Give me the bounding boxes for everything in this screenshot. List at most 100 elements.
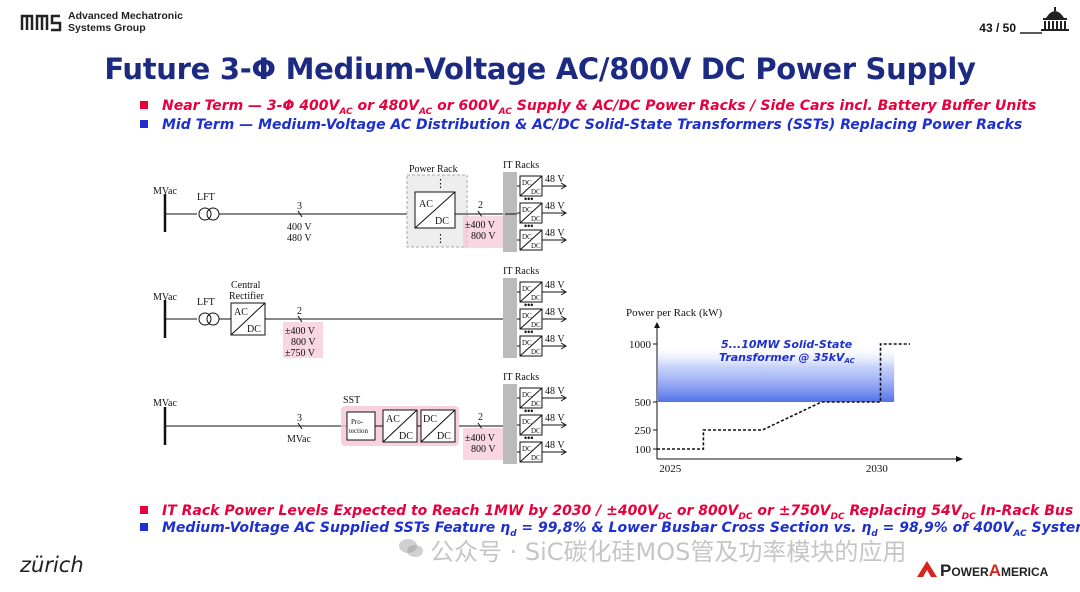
transformer-icon-2 bbox=[198, 312, 220, 326]
dc-label: DC bbox=[522, 391, 532, 399]
near-term-text-3: or 600V bbox=[432, 98, 499, 114]
org-line-1: Advanced Mechatronic bbox=[68, 10, 183, 22]
phase-2-label-2: 2 bbox=[297, 306, 302, 317]
mvac-label-3b: MVac bbox=[287, 434, 311, 445]
slide-title: Future 3-Φ Medium-Voltage AC/800V DC Pow… bbox=[104, 52, 976, 86]
dc-label: DC bbox=[522, 179, 532, 187]
it-racks-label-1: IT Racks bbox=[503, 160, 539, 171]
svg-text:⋮: ⋮ bbox=[435, 233, 446, 245]
near-term-sub-3: AC bbox=[498, 106, 512, 117]
dc-label-3b: DC bbox=[423, 414, 437, 425]
y-tick-label: 500 bbox=[635, 397, 652, 409]
org-line-2: Systems Group bbox=[68, 22, 146, 34]
v48-label: 48 V bbox=[545, 174, 565, 185]
dc-label-3c: DC bbox=[437, 431, 451, 442]
y-tick-label: 1000 bbox=[629, 339, 652, 351]
bullet-mid-term: Mid Term — Medium-Voltage AC Distributio… bbox=[140, 117, 1022, 133]
v48-label: 48 V bbox=[545, 228, 565, 239]
bullet-mv-sst: Medium-Voltage AC Supplied SSTs Feature … bbox=[140, 520, 1080, 539]
dc-label: DC bbox=[522, 339, 532, 347]
row-2-circuit: MVac LFT Central Rectifier AC DC 2 ±400 … bbox=[153, 266, 539, 359]
phase-2-label-3: 2 bbox=[478, 412, 483, 423]
bullet-square-icon bbox=[140, 506, 148, 514]
page-number: 43 / 50 bbox=[979, 21, 1016, 35]
y-tick-label: 100 bbox=[635, 444, 652, 456]
pm400-label-2: ±400 V bbox=[285, 326, 316, 337]
y-axis-arrow-icon bbox=[654, 322, 660, 328]
it-racks-label-2: IT Racks bbox=[503, 266, 539, 277]
ams-logo bbox=[20, 12, 62, 36]
mid-term-text: Mid Term — Medium-Voltage AC Distributio… bbox=[162, 117, 1023, 133]
org-name: Advanced Mechatronic Systems Group bbox=[68, 10, 183, 34]
pro-label: Pro- bbox=[351, 418, 364, 426]
b1-t1: IT Rack Power Levels Expected to Reach 1… bbox=[162, 503, 658, 519]
b2-t3: = 98,9% of 400V bbox=[877, 520, 1014, 536]
pa-4: MERICA bbox=[1000, 565, 1049, 579]
b1-s2: DC bbox=[738, 511, 753, 522]
central-label: Central bbox=[231, 280, 261, 291]
ellipsis-dots: ••• bbox=[524, 194, 533, 204]
it-racks-label-3: IT Racks bbox=[503, 372, 539, 383]
dc-label-1: DC bbox=[435, 216, 449, 227]
phase-2-label-1: 2 bbox=[478, 200, 483, 211]
near-term-text-1: Near Term — 3-Φ 400V bbox=[162, 98, 340, 114]
eth-logo-zurich: zürich bbox=[20, 553, 84, 577]
pm400-label-3: ±400 V bbox=[465, 433, 496, 444]
bullet-near-term: Near Term — 3-Φ 400VAC or 480VAC or 600V… bbox=[140, 98, 1036, 117]
eth-logo: zürich bbox=[20, 553, 84, 577]
dc-label: DC bbox=[531, 321, 541, 329]
near-term-text-2: or 480V bbox=[352, 98, 419, 114]
dc-label: DC bbox=[531, 188, 541, 196]
v48-label: 48 V bbox=[545, 307, 565, 318]
v400-label: 400 V bbox=[287, 222, 312, 233]
lft-label-1: LFT bbox=[197, 192, 215, 203]
dash-icon bbox=[1020, 20, 1044, 39]
ellipsis-dots: ••• bbox=[524, 221, 533, 231]
svg-text:Transformer @ 35kVAC: Transformer @ 35kVAC bbox=[719, 351, 856, 365]
pm400-label-1: ±400 V bbox=[465, 220, 496, 231]
phase-3-label-1: 3 bbox=[297, 201, 302, 212]
dc-label: DC bbox=[522, 418, 532, 426]
v48-label: 48 V bbox=[545, 440, 565, 451]
v800-label-1: 800 V bbox=[471, 231, 496, 242]
b2-t2: = 99,8% & Lower Busbar Cross Section vs.… bbox=[516, 520, 872, 536]
b2-s2: d bbox=[871, 528, 878, 539]
b2-s3: AC bbox=[1013, 528, 1027, 539]
chart-annotation-sub: AC bbox=[843, 357, 855, 365]
rectifier-label: Rectifier bbox=[229, 291, 265, 302]
bullet-square-icon bbox=[140, 101, 148, 109]
b1-t2: or 800V bbox=[672, 503, 739, 519]
b2-t1: Medium-Voltage AC Supplied SSTs Feature … bbox=[162, 520, 511, 536]
bullet-square-icon bbox=[140, 120, 148, 128]
pa-2: OWER bbox=[951, 565, 989, 579]
row-1-circuit: MVac LFT 3 400 V 480 V Power Rack ⋮ ⋮ AC… bbox=[153, 160, 539, 252]
near-term-text-4: Supply & AC/DC Power Racks / Side Cars i… bbox=[511, 98, 1037, 114]
ellipsis-dots: ••• bbox=[524, 300, 533, 310]
b1-t5: In-Rack Bus bbox=[975, 503, 1074, 519]
tection-label: tection bbox=[349, 427, 369, 435]
poweramerica-logo: POWERAMERICA bbox=[940, 561, 1048, 581]
pa-1: P bbox=[940, 561, 952, 580]
v800-label-2: 800 V bbox=[291, 337, 316, 348]
v800-label-3: 800 V bbox=[471, 444, 496, 455]
dc-label: DC bbox=[531, 348, 541, 356]
near-term-sub-2: AC bbox=[418, 106, 433, 117]
bullet-square-icon bbox=[140, 523, 148, 531]
mvac-label-2: MVac bbox=[153, 292, 177, 303]
v48-label: 48 V bbox=[545, 334, 565, 345]
dc-label: DC bbox=[531, 242, 541, 250]
dc-label: DC bbox=[522, 285, 532, 293]
lft-label-2: LFT bbox=[197, 297, 215, 308]
dc-label: DC bbox=[522, 445, 532, 453]
dc-label: DC bbox=[522, 233, 532, 241]
